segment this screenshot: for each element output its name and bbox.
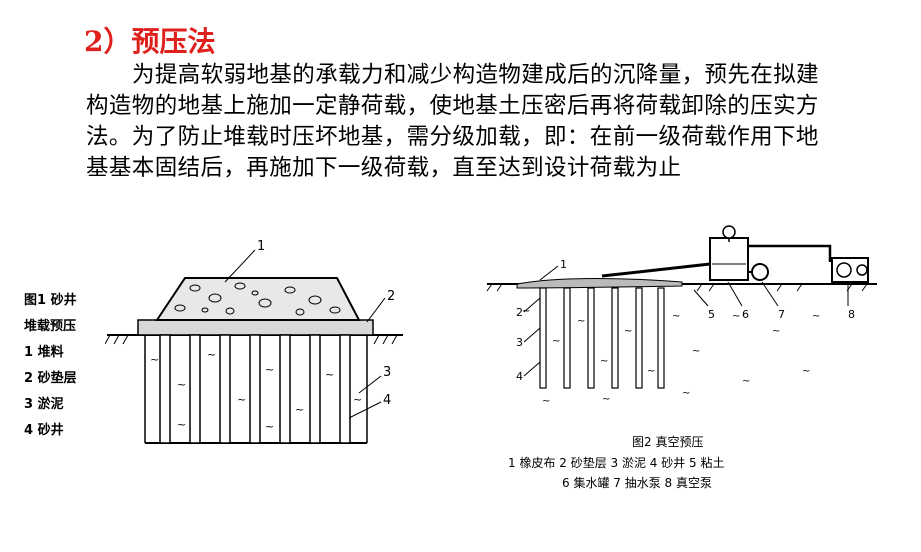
svg-text:~: ~ [265, 420, 274, 433]
figure2-callout: 6 [742, 308, 749, 321]
figure1-callout: 4 [383, 393, 391, 408]
figure1-callout: 3 [383, 365, 391, 380]
svg-text:~: ~ [692, 346, 700, 357]
svg-text:~: ~ [325, 368, 334, 381]
figure1-legend-item: 1 堆料 [24, 345, 64, 360]
figure1-caption-line1: 图1 砂井 [24, 293, 77, 308]
figure1-callout: 2 [387, 289, 395, 304]
section-heading: 2）预压法 [84, 25, 216, 58]
svg-text:~: ~ [672, 311, 680, 322]
figure1-caption-line2: 堆载预压 [24, 319, 77, 334]
svg-text:~: ~ [812, 311, 820, 322]
figure2-caption: 图2 真空预压 [632, 435, 704, 449]
svg-text:~: ~ [624, 326, 632, 337]
figure2-callout: 2 [516, 306, 523, 319]
svg-text:~: ~ [150, 353, 159, 366]
svg-text:~: ~ [647, 366, 655, 377]
body-paragraph: 为提高软弱地基的承载力和减少构造物建成后的沉降量，预先在拟建构造物的地基上施加一… [86, 62, 820, 181]
figure1-legend-item: 4 砂井 [24, 423, 64, 438]
figure2-callout: 7 [778, 308, 785, 321]
figure1-legend-item: 3 淤泥 [24, 397, 64, 412]
figure2-callout: 8 [848, 308, 855, 321]
figure2-callout: 4 [516, 370, 523, 383]
figure2-legend-line2: 6 集水罐 7 抽水泵 8 真空泵 [562, 476, 712, 490]
svg-text:~: ~ [237, 393, 246, 406]
svg-text:~: ~ [802, 366, 810, 377]
figure1-legend: 图1 砂井 堆载预压 1 堆料 2 砂垫层 3 淤泥 4 砂井 [24, 288, 77, 444]
svg-text:~: ~ [177, 378, 186, 391]
figure2-diagram: ~ ~ ~ ~ ~ ~ ~ ~ ~ ~ ~ ~ ~ ~ ~ ~ 1 2 3 4 5 6 7 8 [486, 225, 877, 407]
svg-text:~: ~ [542, 396, 550, 407]
svg-text:~: ~ [207, 348, 216, 361]
figure1-diagram: ~ ~ ~ ~ ~ ~ ~ ~ ~ ~ 1 2 3 4 [105, 239, 403, 444]
svg-text:~: ~ [682, 388, 690, 399]
figure2-callout: 5 [708, 308, 715, 321]
figure1-callout: 1 [257, 239, 265, 254]
figure2-callout: 3 [516, 336, 523, 349]
svg-text:~: ~ [600, 356, 608, 367]
svg-text:~: ~ [552, 336, 560, 347]
svg-text:~: ~ [742, 376, 750, 387]
svg-text:~: ~ [602, 394, 610, 405]
figure2-legend-line1: 1 橡皮布 2 砂垫层 3 淤泥 4 砂井 5 粘土 [508, 456, 725, 470]
svg-text:~: ~ [177, 418, 186, 431]
svg-text:~: ~ [732, 311, 740, 322]
svg-text:~: ~ [353, 393, 362, 406]
svg-text:~: ~ [772, 326, 780, 337]
svg-text:~: ~ [295, 403, 304, 416]
figure2-callout: 1 [560, 258, 567, 271]
figure1-legend-item: 2 砂垫层 [24, 371, 77, 386]
svg-text:~: ~ [265, 363, 274, 376]
svg-text:~: ~ [522, 306, 530, 317]
svg-text:~: ~ [577, 316, 585, 327]
